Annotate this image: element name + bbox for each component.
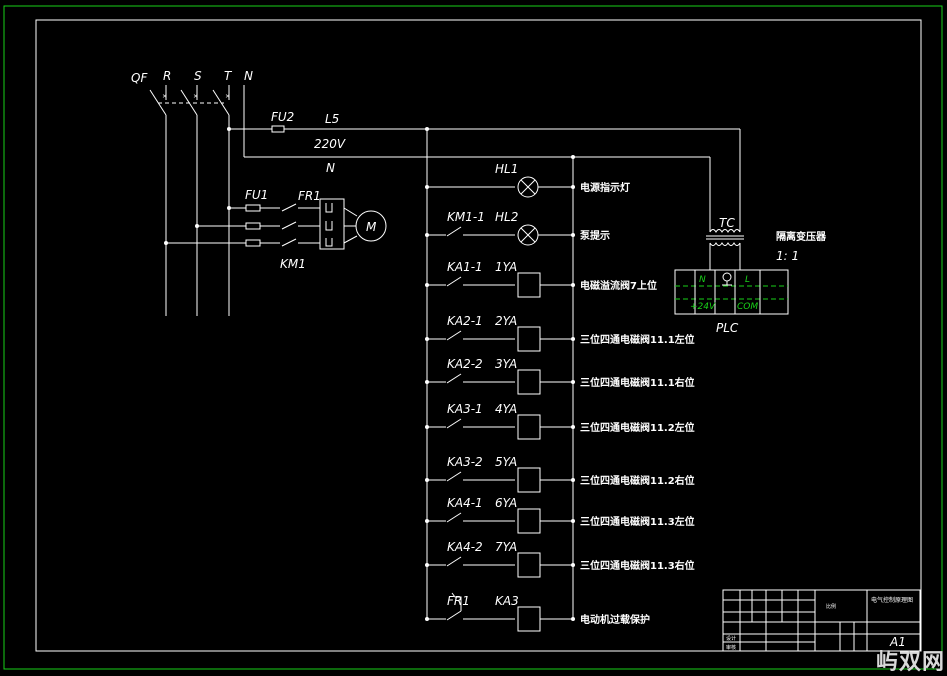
coil-6 bbox=[517, 414, 541, 440]
branch-desc-7: 三位四通电磁阀11.2右位 bbox=[580, 474, 695, 487]
plc-com-label: COM bbox=[737, 302, 758, 312]
contact-6 bbox=[446, 418, 462, 429]
branch-9: KA4-2 7YA 三位四通电磁阀11.3右位 bbox=[425, 540, 695, 578]
plc-24v-label: +24V bbox=[690, 302, 716, 312]
coil-9 bbox=[517, 552, 541, 578]
transformer-name: 隔离变压器 bbox=[776, 230, 827, 243]
coil-8 bbox=[517, 508, 541, 534]
scale-label: 比例 bbox=[826, 603, 836, 610]
contact-7 bbox=[446, 471, 462, 482]
fu2-fuse bbox=[271, 125, 285, 133]
load-label-5: 3YA bbox=[495, 357, 517, 371]
branch-desc-5: 三位四通电磁阀11.1右位 bbox=[580, 376, 695, 389]
coil-7 bbox=[517, 467, 541, 493]
coil-5 bbox=[517, 369, 541, 395]
t-label: T bbox=[224, 69, 233, 83]
n-label: N bbox=[244, 69, 253, 83]
branch-7: KA3-2 5YA 三位四通电磁阀11.2右位 bbox=[425, 455, 695, 493]
motor-m-label: M bbox=[366, 220, 377, 234]
outer-frame bbox=[3, 5, 943, 670]
branch-desc-6: 三位四通电磁阀11.2左位 bbox=[580, 421, 695, 434]
svg-text:×: × bbox=[193, 93, 198, 100]
plc-label: PLC bbox=[716, 321, 739, 335]
contact-9 bbox=[446, 556, 462, 567]
contact-10 bbox=[446, 610, 462, 621]
contact-label-7: KA3-2 bbox=[447, 455, 483, 469]
branch-10: FR1 KA3 电动机过载保护 bbox=[425, 592, 650, 632]
contact-label-5: KA2-2 bbox=[447, 357, 483, 371]
neutral-label: N bbox=[326, 161, 335, 175]
qf-breaker: × × × bbox=[149, 85, 245, 316]
s-label: S bbox=[194, 69, 202, 83]
fr1-label: FR1 bbox=[298, 189, 321, 203]
l5-line bbox=[227, 125, 741, 232]
contact-label-6: KA3-1 bbox=[447, 402, 483, 416]
km1-label: KM1 bbox=[280, 257, 306, 271]
title-block bbox=[722, 589, 921, 652]
contact-label-3: KA1-1 bbox=[447, 260, 483, 274]
branch-2: KM1-1 HL2 泵提示 bbox=[425, 210, 610, 246]
branch-5: KA2-2 3YA 三位四通电磁阀11.1右位 bbox=[425, 357, 695, 395]
coil-10 bbox=[517, 606, 541, 632]
branch-desc-8: 三位四通电磁阀11.3左位 bbox=[580, 515, 695, 528]
watermark-logo: 屿双网 bbox=[875, 650, 945, 675]
contact-2 bbox=[446, 226, 462, 237]
branch-desc-9: 三位四通电磁阀11.3右位 bbox=[580, 559, 695, 572]
plc-l-label: L bbox=[745, 275, 750, 285]
motor-circuit bbox=[164, 198, 387, 250]
plc-n-label: N bbox=[699, 275, 706, 285]
contact-label-9: KA4-2 bbox=[447, 540, 483, 554]
coil-3 bbox=[517, 272, 541, 298]
r-label: R bbox=[163, 69, 171, 83]
load-label-6: 4YA bbox=[495, 402, 517, 416]
contact-label-4: KA2-1 bbox=[447, 314, 483, 328]
sheet-size: A1 bbox=[889, 635, 906, 649]
svg-text:×: × bbox=[162, 93, 167, 100]
branch-desc-10: 电动机过载保护 bbox=[580, 613, 650, 626]
contact-label-2: KM1-1 bbox=[447, 210, 485, 224]
branch-8: KA4-1 6YA 三位四通电磁阀11.3左位 bbox=[425, 496, 695, 534]
branch-3: KA1-1 1YA 电磁溢流阀7上位 bbox=[425, 260, 657, 298]
fu2-label: FU2 bbox=[271, 110, 294, 124]
transformer-ratio: 1: 1 bbox=[776, 249, 799, 263]
isolation-transformer bbox=[706, 229, 744, 270]
voltage-label: 220V bbox=[314, 137, 346, 151]
drawing-title: 电气控制原理图 bbox=[871, 596, 913, 604]
contact-5 bbox=[446, 373, 462, 384]
plc-block bbox=[674, 269, 789, 315]
branch-desc-3: 电磁溢流阀7上位 bbox=[580, 279, 657, 292]
branch-6: KA3-1 4YA 三位四通电磁阀11.2左位 bbox=[425, 402, 695, 440]
tc-label: TC bbox=[719, 216, 735, 230]
branch-4: KA2-1 2YA 三位四通电磁阀11.1左位 bbox=[425, 314, 695, 352]
load-label-8: 6YA bbox=[495, 496, 517, 510]
load-label-2: HL2 bbox=[495, 210, 518, 224]
load-label-10: KA3 bbox=[495, 594, 519, 608]
inner-frame bbox=[35, 19, 922, 652]
contact-8 bbox=[446, 512, 462, 523]
contact-4 bbox=[446, 330, 462, 341]
svg-text:×: × bbox=[225, 93, 230, 100]
branch-desc-1: 电源指示灯 bbox=[580, 181, 630, 194]
contact-3 bbox=[446, 276, 462, 287]
branch-desc-2: 泵提示 bbox=[580, 229, 610, 242]
coil-4 bbox=[517, 326, 541, 352]
designer-label: 设计 bbox=[726, 635, 736, 642]
l5-label: L5 bbox=[325, 112, 339, 126]
contact-label-8: KA4-1 bbox=[447, 496, 483, 510]
load-label-4: 2YA bbox=[495, 314, 517, 328]
load-label-3: 1YA bbox=[495, 260, 517, 274]
contact-label-10: FR1 bbox=[447, 594, 470, 608]
load-label-7: 5YA bbox=[495, 455, 517, 469]
motor-symbol bbox=[355, 210, 387, 242]
load-label-9: 7YA bbox=[495, 540, 517, 554]
reviewer-label: 审核 bbox=[726, 644, 736, 651]
branch-1: HL1 电源指示灯 bbox=[425, 162, 630, 198]
fr1-thermal bbox=[319, 198, 345, 250]
branch-desc-4: 三位四通电磁阀11.1左位 bbox=[580, 333, 695, 346]
control-branches: HL1 电源指示灯 KM1-1 HL2 泵提示 KA1-1 1YA 电磁溢流阀7上位 KA2-1… bbox=[425, 162, 695, 632]
load-label-1: HL1 bbox=[495, 162, 518, 176]
qf-label: QF bbox=[131, 71, 148, 85]
fu1-label: FU1 bbox=[245, 188, 268, 202]
